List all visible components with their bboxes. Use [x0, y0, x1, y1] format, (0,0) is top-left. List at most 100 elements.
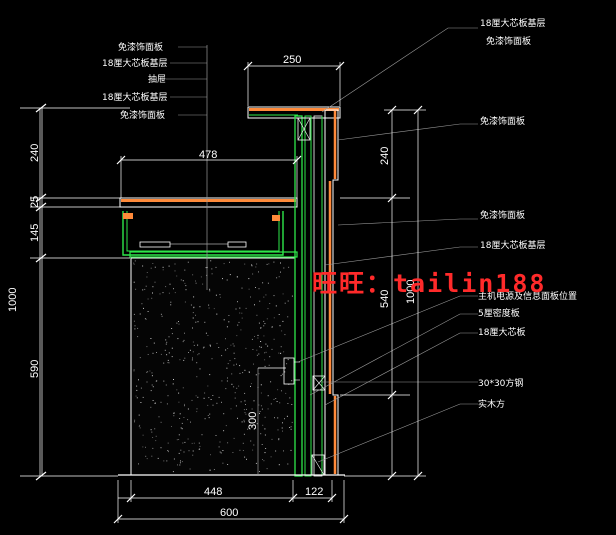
- speckle-dot: [207, 385, 209, 387]
- speckle-dot: [258, 404, 260, 406]
- speckle-dot: [143, 307, 144, 309]
- speckle-dot: [227, 464, 229, 465]
- speckle-dot: [179, 464, 181, 466]
- speckle-dot: [278, 438, 280, 440]
- right-labels: 18厘大芯板基层 免漆饰面板 免漆饰面板 免漆饰面板 18厘大芯板基层 主机电源…: [478, 17, 577, 410]
- dim-top-width: 250: [283, 54, 301, 66]
- top-cap-face: [249, 108, 339, 111]
- speckle-dot: [207, 404, 209, 406]
- speckle-dot: [247, 428, 249, 430]
- speckle-dot: [223, 319, 225, 321]
- speckle-dot: [149, 370, 151, 372]
- speckle-dot: [248, 371, 250, 373]
- speckle-dot: [181, 422, 183, 424]
- speckle-dot: [195, 282, 197, 284]
- speckle-dot: [287, 403, 289, 404]
- speckle-dot: [255, 266, 257, 268]
- speckle-dot: [209, 344, 211, 346]
- speckle-dot: [260, 392, 262, 394]
- speckle-dot: [250, 383, 252, 385]
- speckle-dot: [226, 326, 228, 328]
- speckle-dot: [215, 266, 217, 268]
- speckle-dot: [271, 438, 273, 440]
- speckle-dot: [190, 421, 191, 423]
- speckle-dot: [171, 356, 173, 358]
- speckle-dot: [162, 292, 164, 294]
- speckle-dot: [263, 335, 265, 337]
- speckle-dot: [211, 268, 213, 270]
- speckle-dot: [246, 408, 247, 410]
- speckle-dot: [160, 313, 162, 315]
- speckle-dot: [203, 397, 205, 399]
- speckle-dot: [184, 405, 185, 407]
- speckle-dot: [235, 308, 237, 310]
- speckle-dot: [156, 352, 157, 353]
- speckle-dot: [276, 401, 278, 402]
- right-label-4: 免漆饰面板: [480, 209, 525, 221]
- speckle-dot: [290, 449, 292, 451]
- speckle-dot: [184, 403, 185, 405]
- wood-block-cross: [311, 454, 325, 476]
- speckle-dot: [229, 360, 231, 362]
- speckle-dot: [170, 304, 172, 306]
- speckle-dot: [280, 262, 281, 264]
- speckle-dot: [168, 336, 170, 338]
- speckle-dot: [259, 412, 260, 414]
- speckle-dot: [205, 267, 207, 269]
- speckle-dot: [147, 311, 149, 312]
- speckle-dot: [267, 395, 269, 397]
- speckle-dot: [160, 401, 162, 403]
- speckle-dot: [133, 262, 135, 264]
- speckle-dot: [133, 313, 135, 315]
- speckle-dot: [251, 265, 253, 267]
- speckle-dot: [227, 348, 229, 349]
- speckle-dot: [193, 344, 195, 346]
- speckle-dot: [234, 392, 236, 394]
- speckle-dot: [199, 306, 201, 308]
- speckle-dot: [187, 408, 189, 410]
- left-label-1: 免漆饰面板: [118, 41, 163, 53]
- speckle-dot: [141, 303, 143, 305]
- speckle-dot: [215, 294, 217, 296]
- speckle-dot: [171, 426, 172, 427]
- speckle-dot: [136, 397, 138, 399]
- speckle-dot: [245, 307, 247, 309]
- speckle-dot: [243, 421, 245, 423]
- speckle-dot: [283, 267, 285, 269]
- speckle-dot: [273, 317, 275, 319]
- speckle-dot: [147, 371, 149, 373]
- speckle-dot: [252, 273, 254, 275]
- speckle-dot: [184, 301, 186, 303]
- speckle-dot: [218, 347, 220, 348]
- speckle-dot: [180, 449, 182, 451]
- speckle-dot: [222, 462, 224, 464]
- speckle-dot: [282, 422, 283, 424]
- speckle-dot: [291, 380, 293, 382]
- right-label-6: 主机电源及信息面板位置: [478, 290, 577, 302]
- speckle-dot: [244, 456, 246, 458]
- speckle-dot: [165, 339, 167, 341]
- speckle-dot: [166, 341, 168, 343]
- speckle-dot: [182, 442, 184, 444]
- speckle-dot: [215, 435, 217, 436]
- speckle-dot: [245, 404, 246, 405]
- speckle-dot: [239, 372, 241, 374]
- speckle-dot: [197, 396, 199, 398]
- speckle-dot: [228, 321, 230, 323]
- speckle-dot: [287, 463, 289, 465]
- speckle-dot: [165, 286, 167, 288]
- speckle-dot: [289, 397, 291, 399]
- speckle-dot: [243, 409, 245, 411]
- speckle-dot: [133, 281, 135, 283]
- speckle-dot: [260, 327, 262, 329]
- power-outlet-panel: [283, 357, 295, 385]
- speckle-dot: [191, 399, 193, 401]
- speckle-dot: [163, 460, 165, 462]
- speckle-dot: [255, 374, 257, 376]
- speckle-dot: [277, 389, 279, 391]
- speckle-dot: [159, 293, 161, 295]
- speckle-dot: [270, 403, 272, 405]
- speckle-dot: [284, 418, 285, 420]
- speckle-dot: [133, 320, 135, 322]
- speckle-dot: [178, 434, 180, 436]
